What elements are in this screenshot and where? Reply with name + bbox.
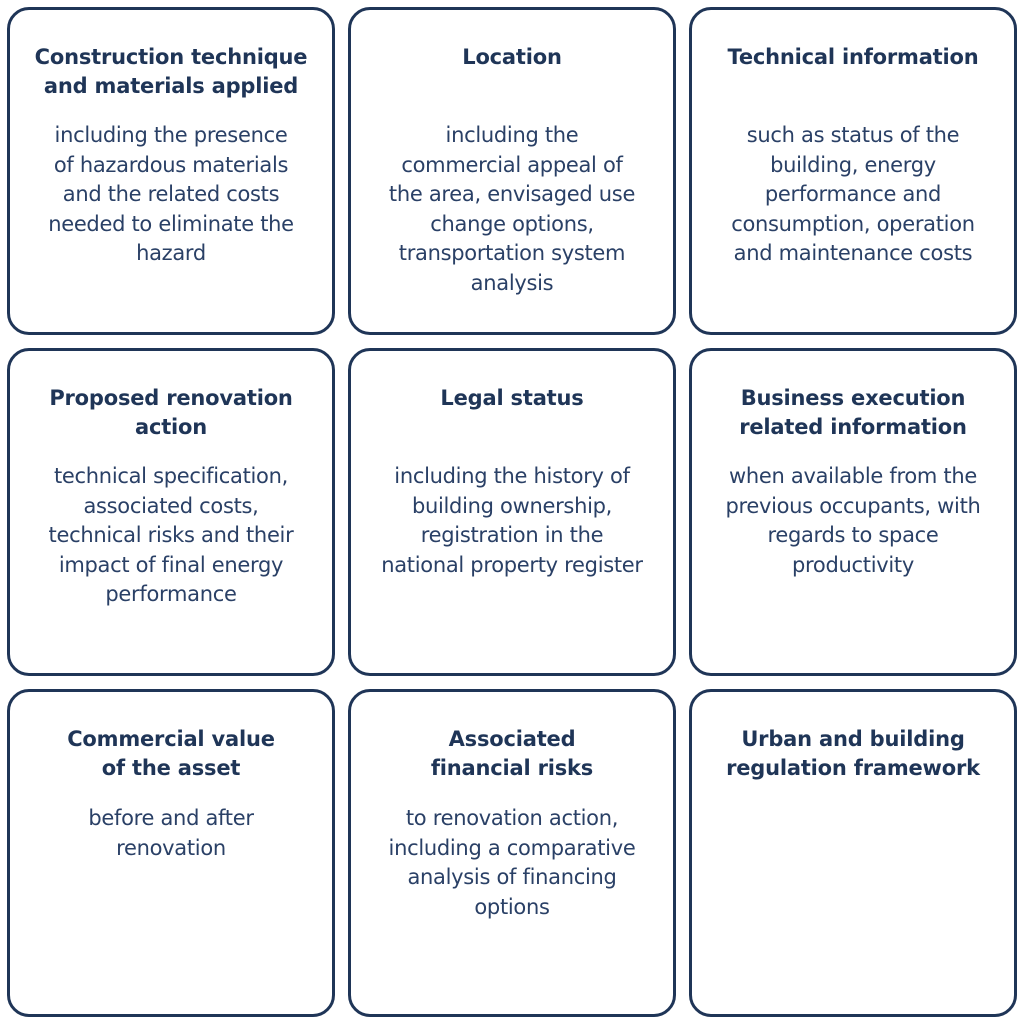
card-description: when available from the previous occupan… [725,464,981,577]
card-construction-technique: Construction technique and materials app… [7,7,335,335]
card-commercial-value: Commercial value of the asset before and… [7,689,335,1017]
card-description: such as status of the building, energy p… [731,123,975,265]
card-description: including the presence of hazardous mate… [48,123,294,265]
card-description: including the history of building owners… [381,464,643,577]
card-title: Legal status [440,386,584,410]
card-proposed-renovation-action: Proposed renovation action technical spe… [7,348,335,676]
card-title: Associated financial risks [430,727,594,780]
card-technical-information: Technical information such as status of … [689,7,1017,335]
card-description: before and after renovation [88,806,254,860]
card-location: Location including the commercial appeal… [348,7,676,335]
card-urban-building-regulation: Urban and building regulation framework [689,689,1017,1017]
card-business-execution: Business execution related information w… [689,348,1017,676]
card-title: Technical information [727,45,979,69]
info-card-grid: Construction technique and materials app… [7,7,1017,1017]
card-description: to renovation action, including a compar… [388,806,636,919]
card-title: Business execution related information [739,386,967,439]
card-legal-status: Legal status including the history of bu… [348,348,676,676]
card-associated-financial-risks: Associated financial risks to renovation… [348,689,676,1017]
card-description: including the commercial appeal of the a… [388,123,636,295]
card-description: technical specification, associated cost… [48,464,294,606]
card-title: Construction technique and materials app… [34,45,308,98]
card-title: Proposed renovation action [49,386,293,439]
card-title: Urban and building regulation framework [726,727,980,780]
card-title: Location [462,45,562,69]
card-title: Commercial value of the asset [67,727,275,780]
